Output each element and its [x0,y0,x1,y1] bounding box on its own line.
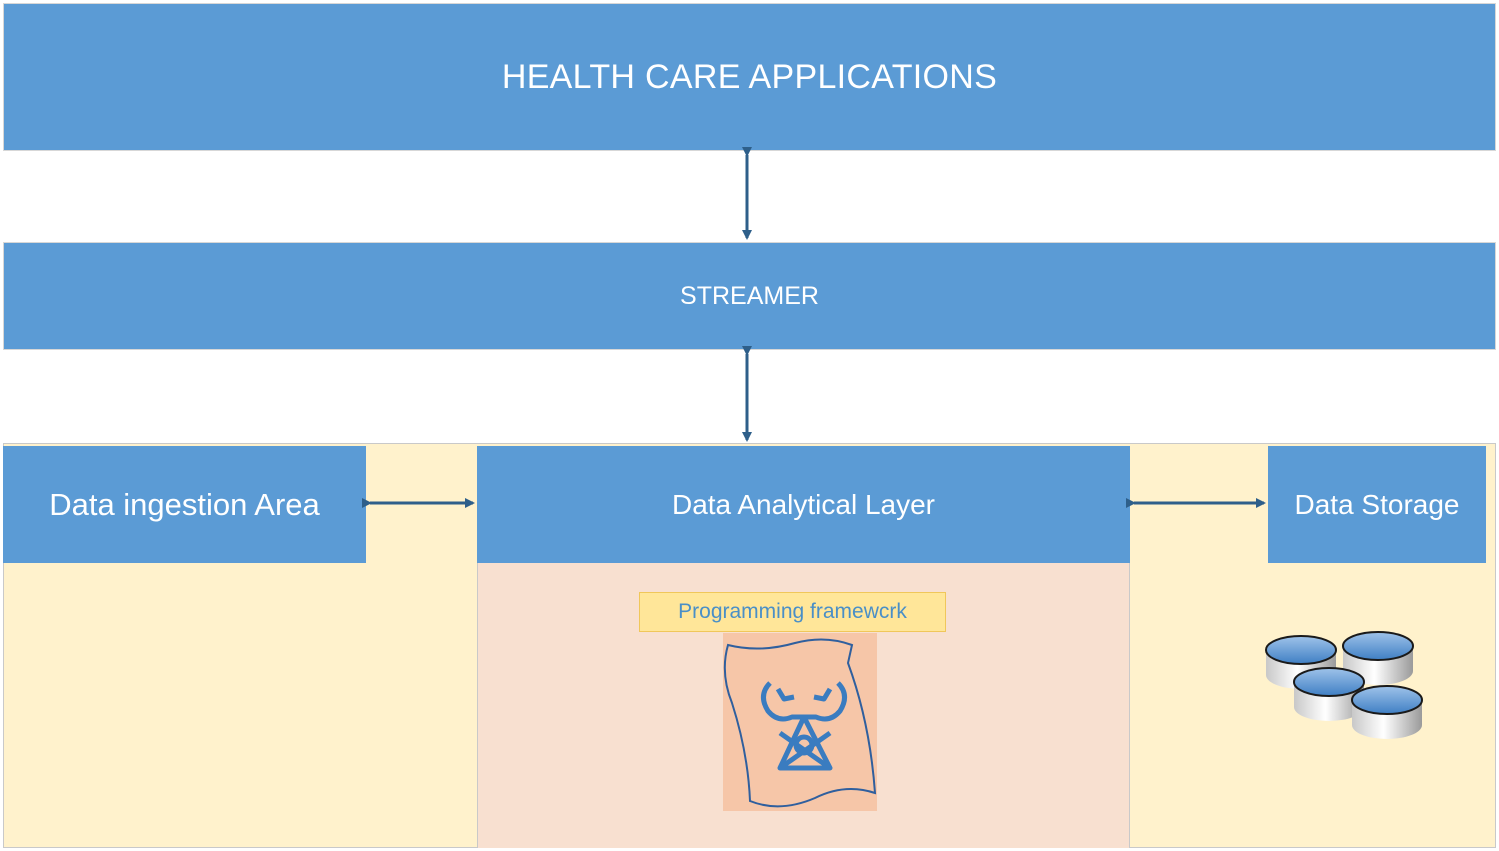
data-analytical-layer-label: Data Analytical Layer [671,488,936,520]
wrench-gear-scroll-icon [723,633,877,811]
data-ingestion-area-label: Data ingestion Area [49,486,320,522]
data-storage-box: Data Storage [1268,446,1486,563]
data-storage-label: Data Storage [1294,488,1460,520]
streamer-label: STREAMER [680,281,819,310]
programming-framework-label: Programming framewcrk [639,592,946,632]
health-care-applications-label: HEALTH CARE APPLICATIONS [501,57,998,96]
health-care-applications-layer: HEALTH CARE APPLICATIONS [3,3,1496,151]
programming-framework-text: Programming framewcrk [678,600,907,623]
data-analytical-layer-box: Data Analytical Layer [477,446,1130,563]
database-cylinders-icon [1265,631,1423,739]
streamer-layer: STREAMER [3,242,1496,350]
data-ingestion-area-box: Data ingestion Area [3,446,366,563]
